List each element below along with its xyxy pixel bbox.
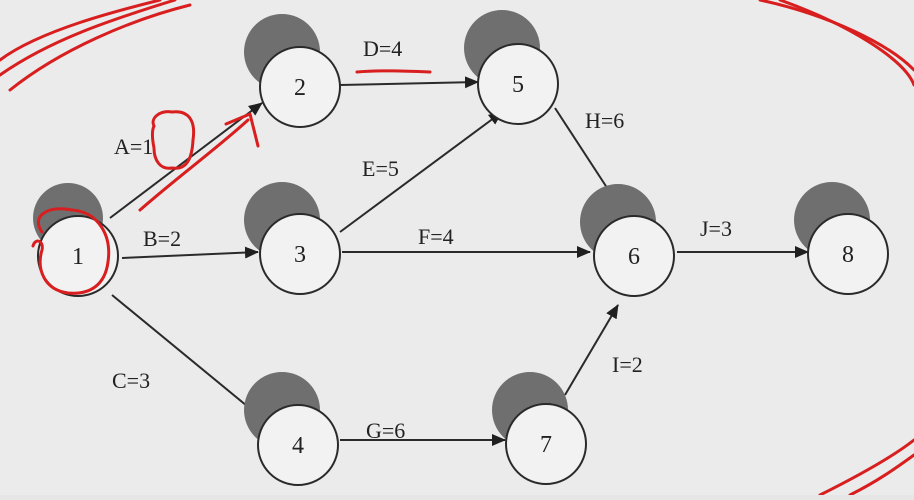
edges: [109, 76, 809, 446]
edge-label-5-6: H=6: [585, 108, 624, 133]
node-label-6: 6: [628, 244, 640, 270]
edge-label-2-5: D=4: [363, 36, 402, 61]
node-1: 1: [33, 183, 119, 297]
edge-label-3-6: F=4: [418, 224, 454, 249]
edge-label-6-8: J=3: [700, 216, 732, 241]
node-label-2: 2: [294, 75, 306, 101]
edge-1-2: [109, 102, 263, 219]
edge-label-3-5: E=5: [362, 156, 399, 181]
edge-5-6: [554, 107, 616, 201]
red-annotations: [31, 69, 432, 295]
node-label-1: 1: [72, 244, 84, 270]
duration-a-box-annotation: [151, 110, 196, 170]
nodes: 1 2 3 4 5: [33, 10, 889, 486]
duration-d-underline-annotation: [355, 69, 432, 74]
edge-label-4-7: G=6: [366, 418, 405, 443]
node-3: 3: [244, 182, 341, 295]
edge-label-7-6: I=2: [612, 352, 643, 377]
node-1-circle-annotation: [31, 207, 111, 295]
edge-2-5: [339, 76, 479, 89]
edge-1-4: [111, 294, 259, 416]
edge-7-6: [564, 304, 619, 396]
node-label-8: 8: [842, 242, 854, 268]
edge-1-3: [121, 246, 259, 259]
node-label-3: 3: [294, 242, 306, 268]
node-label-5: 5: [512, 72, 524, 98]
node-8: 8: [794, 182, 889, 295]
node-5: 5: [464, 10, 559, 125]
edge-3-5: [339, 111, 503, 233]
edge-label-1-3: B=2: [143, 226, 181, 251]
edge-labels: A=1 B=2 C=3 D=4 E=5 F=4 G=6 H=6 I=2 J=3: [112, 36, 732, 443]
node-2: 2: [244, 14, 341, 128]
edge-a-highlight-annotation: [138, 118, 250, 212]
node-label-4: 4: [292, 433, 304, 459]
edge-label-1-2: A=1: [114, 134, 153, 159]
node-label-7: 7: [540, 432, 552, 458]
node-4: 4: [244, 372, 339, 486]
node-6: 6: [580, 184, 675, 297]
node-7: 7: [492, 372, 587, 485]
edge-a-arrowhead-annotation: [224, 112, 260, 148]
edge-label-1-4: C=3: [112, 368, 150, 393]
